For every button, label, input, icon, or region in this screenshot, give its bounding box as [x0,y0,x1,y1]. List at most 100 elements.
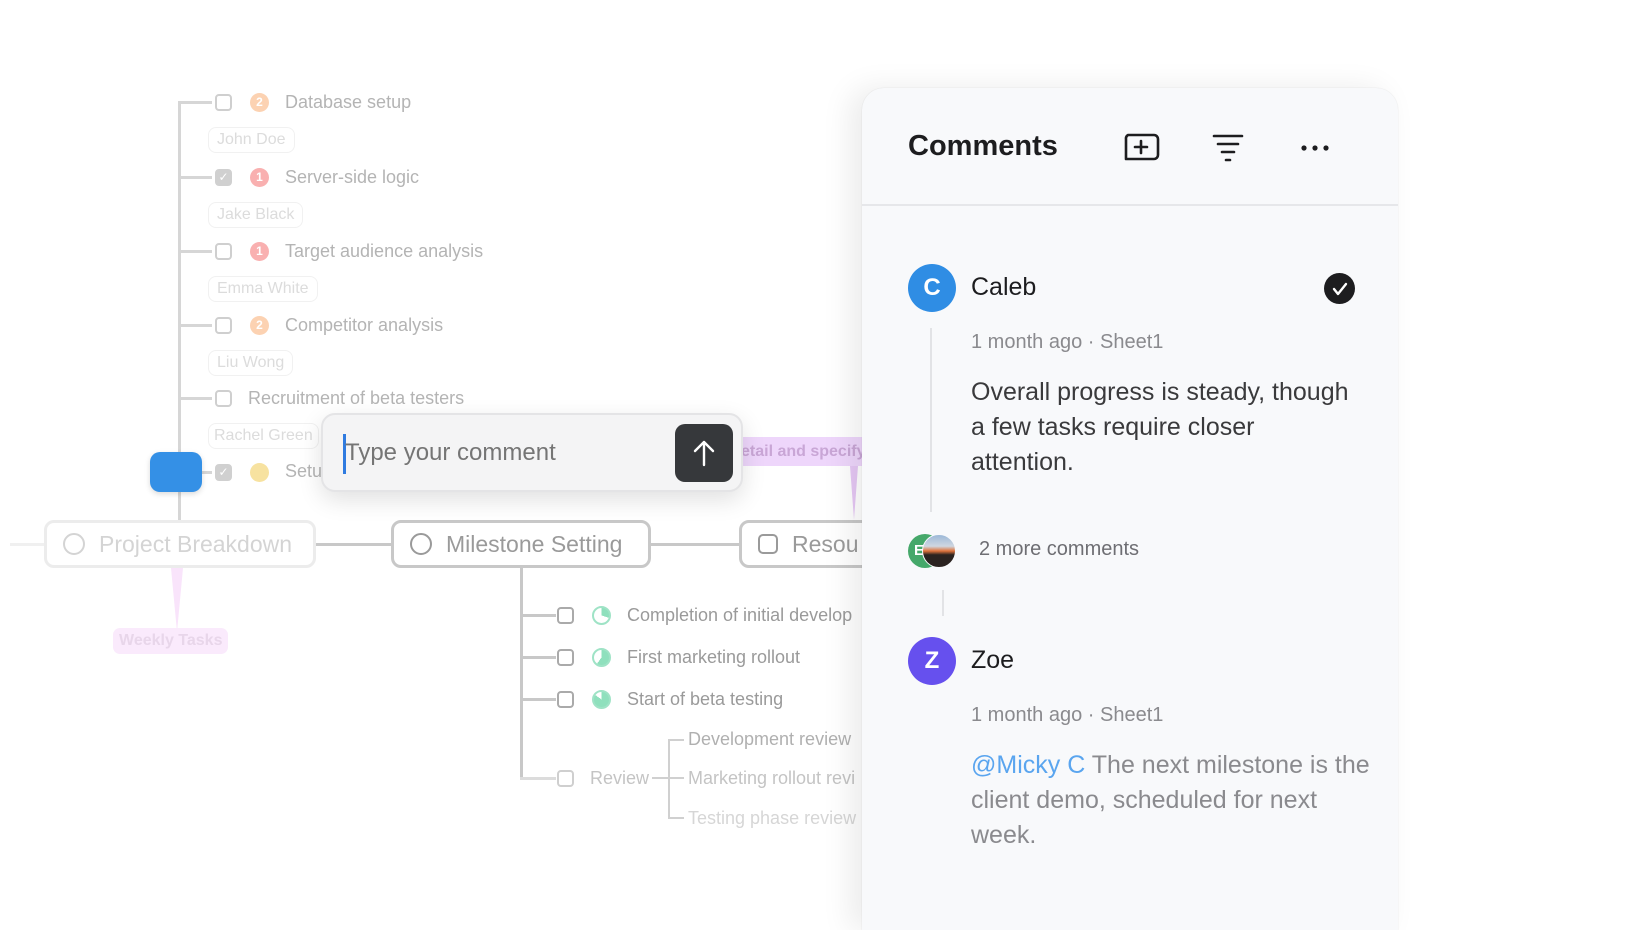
assignee-chip[interactable]: Emma White [208,276,318,302]
branch-line [178,324,212,327]
filter-icon [1212,134,1244,162]
detail-label[interactable]: etail and specify [735,437,870,466]
callout-stem [171,568,183,632]
task-checkbox[interactable] [215,243,232,260]
task-checkbox[interactable] [215,94,232,111]
comment-meta: 1 month ago · Sheet1 [971,331,1163,354]
avatar: C [908,264,956,312]
branch-line [178,101,212,104]
branch-line [520,698,556,701]
node-label: Project Breakdown [99,530,293,557]
checkbox-icon [758,534,778,554]
comments-panel: Comments C Caleb 1 month ago · Sheet1 Ov… [862,88,1398,930]
milestone-label[interactable]: Start of beta testing [627,689,784,709]
more-options-button[interactable] [1295,130,1335,166]
comment-input[interactable] [345,433,665,473]
task-label[interactable]: Database setup [285,92,412,112]
node-label: Resou [792,530,859,557]
filter-button[interactable] [1208,130,1248,166]
separator: · [1087,331,1095,353]
task-label[interactable]: Target audience analysis [285,241,484,261]
panel-title: Comments [908,130,1058,162]
branch-line [520,656,556,659]
comment-input-popup [321,413,743,492]
assignee-chip[interactable]: John Doe [208,127,295,153]
arrow-up-icon [693,440,715,467]
assignee-chip[interactable]: Liu Wong [208,350,294,376]
tree-connector [520,568,523,780]
callout-stem [850,466,858,520]
send-button[interactable] [675,424,733,482]
text-cursor [343,434,346,474]
priority-icon: 1 [250,168,269,187]
resolve-button[interactable] [1324,273,1355,304]
more-icon [1301,145,1329,151]
milestone-label[interactable]: Completion of initial develop [627,605,853,625]
task-label[interactable]: Server-side logic [285,167,420,187]
task-label[interactable]: Recruitment of beta testers [248,388,465,408]
add-comment-icon [1124,133,1160,161]
comment-text: The next milestone is the client demo, s… [971,751,1370,849]
mention-link[interactable]: @Micky C [971,751,1086,779]
branch-line [10,543,46,546]
milestone-checkbox[interactable] [557,607,574,624]
thread-line [930,328,932,512]
node-resources[interactable]: Resou [739,520,879,568]
node-milestone-setting[interactable]: Milestone Setting [391,520,651,568]
branch-line [178,176,212,179]
task-checkbox[interactable] [215,317,232,334]
progress-pie-icon [592,606,611,625]
task-checkbox-checked[interactable]: ✓ [215,464,232,481]
weekly-tasks-label[interactable]: Weekly Tasks [113,628,229,654]
tree-connector [668,739,670,819]
comment-sheet-link[interactable]: Sheet1 [1100,331,1164,353]
branch-line [668,739,684,741]
comment-body: Overall progress is steady, though a few… [971,378,1349,476]
tree-connector [178,102,181,522]
comment-body: @Micky C The next milestone is the clien… [971,748,1371,853]
branch-line [668,817,684,819]
node-project-breakdown[interactable]: Project Breakdown [44,520,316,568]
comment-time: 1 month ago [971,704,1083,726]
assignee-chip[interactable]: Jake Black [208,202,304,228]
priority-icon: 1 [250,242,269,261]
review-item[interactable]: Development review [688,729,852,749]
task-label[interactable]: Setu [285,461,323,481]
avatar: Z [908,637,956,685]
circle-icon [410,533,432,555]
branch-line [520,614,556,617]
task-checkbox-checked[interactable]: ✓ [215,169,232,186]
assignee-chip[interactable]: Rachel Green [208,423,319,449]
progress-pie-icon [592,690,611,709]
comment-sheet-link[interactable]: Sheet1 [1100,704,1164,726]
review-checkbox[interactable] [557,770,574,787]
check-icon [1332,282,1347,295]
comment-author: Caleb [971,273,1037,301]
comment-author: Zoe [971,646,1015,674]
progress-pie-icon [592,648,611,667]
branch-line [178,250,212,253]
review-item[interactable]: Testing phase review [688,808,857,828]
milestone-checkbox[interactable] [557,649,574,666]
review-item[interactable]: Marketing rollout revi [688,768,856,788]
add-comment-button[interactable] [1121,130,1161,166]
branch-line [314,543,394,546]
milestone-label[interactable]: First marketing rollout [627,647,801,667]
priority-icon: 2 [250,316,269,335]
task-label[interactable]: Competitor analysis [285,315,444,335]
priority-icon [250,463,269,482]
task-checkbox[interactable] [215,390,232,407]
more-comments-link[interactable]: 2 more comments [979,538,1140,560]
priority-icon: 2 [250,93,269,112]
milestone-checkbox[interactable] [557,691,574,708]
review-label[interactable]: Review [590,768,650,788]
node-label: Milestone Setting [446,530,623,557]
branch-line [520,777,556,780]
separator: · [1087,704,1095,726]
branch-line [649,543,741,546]
comment-marker[interactable] [150,452,202,492]
clock-icon [63,533,85,555]
branch-line [178,397,212,400]
panel-header: Comments [862,88,1398,206]
